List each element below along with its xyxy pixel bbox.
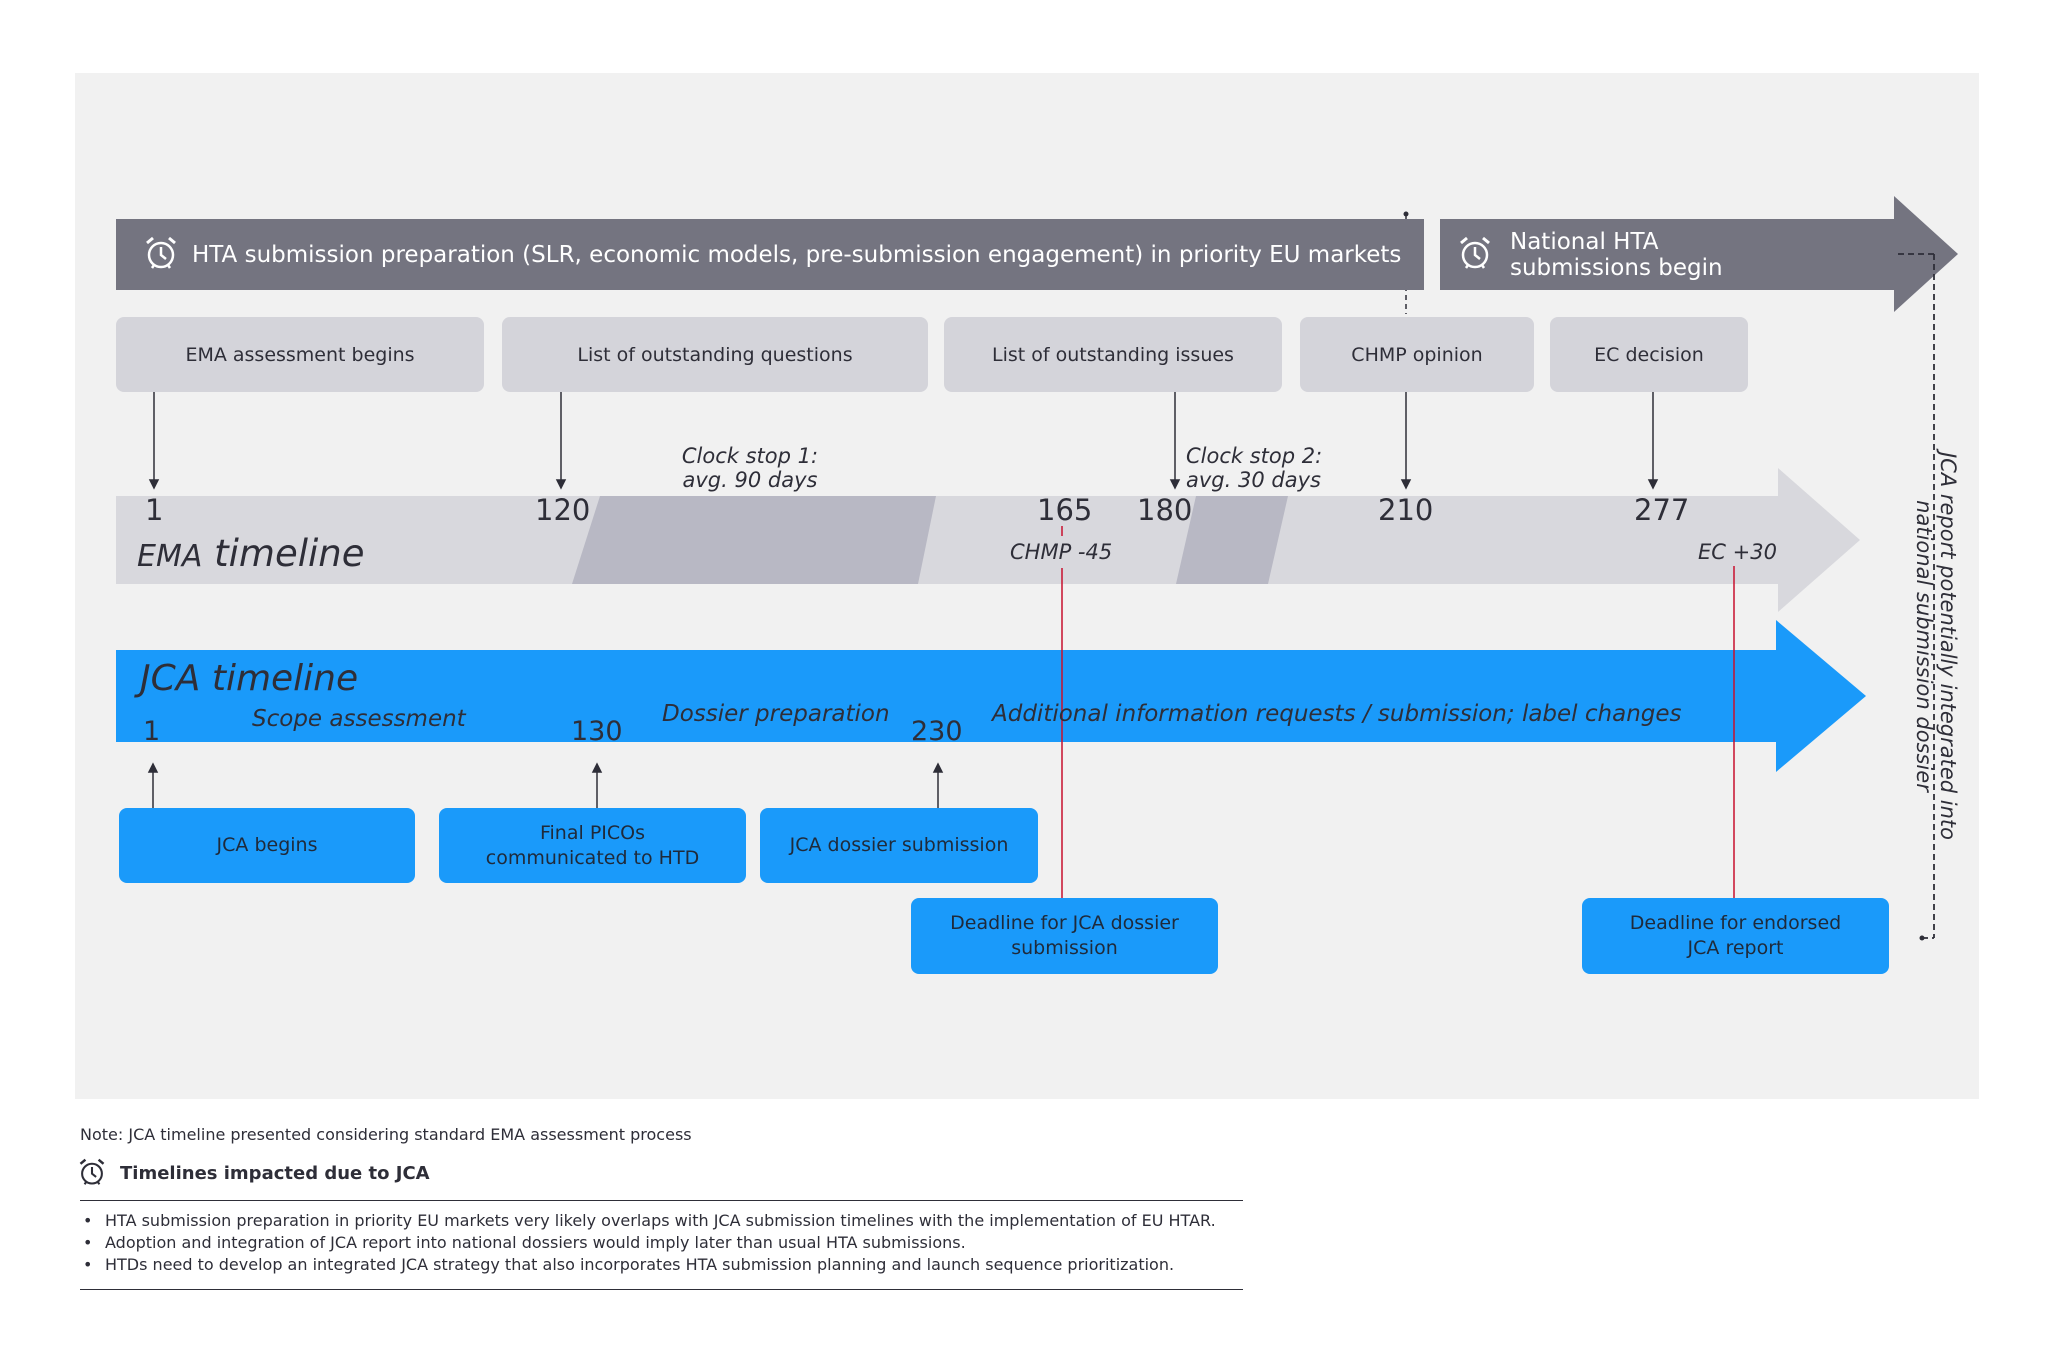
ema-timeline-title-part1: EMA bbox=[137, 539, 203, 574]
ema-milestone-assessment-begins: EMA assessment begins bbox=[116, 317, 484, 392]
deadline-endorsed-report: Deadline for endorsed JCA report bbox=[1582, 898, 1889, 974]
alarm-clock-icon bbox=[144, 235, 178, 275]
deadline-jca-dossier: Deadline for JCA dossier submission bbox=[911, 898, 1218, 974]
jca-phase-scope: Scope assessment bbox=[252, 706, 466, 732]
alarm-clock-icon bbox=[78, 1157, 106, 1191]
jca-phase-dossier: Dossier preparation bbox=[662, 701, 890, 727]
connector-dossier-head bbox=[932, 762, 944, 773]
clock-stop-2-line2: avg. 30 days bbox=[1186, 468, 1321, 492]
clock-stop-1-line1: Clock stop 1: bbox=[681, 444, 819, 468]
connector-loq-head bbox=[555, 479, 567, 490]
jca-day-130: 130 bbox=[571, 716, 623, 747]
ema-day-1: 1 bbox=[145, 493, 164, 527]
ema-timeline-arrow-body bbox=[116, 496, 1780, 584]
integration-dot bbox=[1919, 935, 1925, 941]
jca-phase-additional: Additional information requests / submis… bbox=[992, 701, 1682, 727]
clock-stop-1-line2: avg. 90 days bbox=[682, 468, 818, 492]
connector-jca-begins-head bbox=[147, 762, 159, 773]
national-bar-arrowhead bbox=[1894, 196, 1958, 312]
footer-bullet: HTDs need to develop an integrated JCA s… bbox=[80, 1254, 1250, 1276]
clock-stop-1-label: Clock stop 1: avg. 90 days bbox=[640, 444, 860, 492]
hta-preparation-bar: HTA submission preparation (SLR, economi… bbox=[116, 219, 1424, 290]
clock-stop-1-band bbox=[572, 496, 936, 584]
ema-day-120: 120 bbox=[535, 493, 591, 527]
jca-integration-note: JCA report potentially integrated into n… bbox=[1900, 356, 1960, 936]
ema-milestone-outstanding-issues: List of outstanding issues bbox=[944, 317, 1282, 392]
jca-milestone-dossier-submission: JCA dossier submission bbox=[760, 808, 1038, 883]
jca-milestone-begins: JCA begins bbox=[119, 808, 415, 883]
hta-end-dot bbox=[1403, 211, 1409, 217]
jca-milestone-final-picos: Final PICOs communicated to HTD bbox=[439, 808, 746, 883]
ec-plus-30-label: EC +30 bbox=[1698, 540, 1777, 564]
ema-day-277: 277 bbox=[1634, 493, 1690, 527]
ema-day-180: 180 bbox=[1137, 493, 1193, 527]
national-hta-bar: National HTA submissions begin bbox=[1440, 219, 1896, 290]
clock-stop-2-line1: Clock stop 2: bbox=[1186, 444, 1323, 468]
ema-milestone-outstanding-questions: List of outstanding questions bbox=[502, 317, 928, 392]
jca-timeline-arrowhead bbox=[1776, 620, 1866, 772]
footer-bullet-list: HTA submission preparation in priority E… bbox=[80, 1210, 1250, 1276]
legend-divider-bottom bbox=[80, 1289, 1243, 1290]
jca-timeline-arrow-body bbox=[116, 650, 1780, 742]
jca-day-1: 1 bbox=[143, 716, 161, 747]
connector-loi-head bbox=[1169, 479, 1181, 490]
ema-timeline-title-part2: timeline bbox=[214, 532, 365, 575]
ema-day-165: 165 bbox=[1037, 493, 1093, 527]
ema-milestone-ec-decision: EC decision bbox=[1550, 317, 1748, 392]
jca-timeline-title: JCA timeline bbox=[140, 658, 359, 699]
national-hta-label: National HTA submissions begin bbox=[1510, 228, 1723, 281]
connector-ec-head bbox=[1647, 479, 1659, 490]
connector-chmp-head bbox=[1400, 479, 1412, 490]
ema-day-210: 210 bbox=[1378, 493, 1434, 527]
connector-picos-head bbox=[591, 762, 603, 773]
jca-integration-note-line1: JCA report potentially integrated into bbox=[1936, 451, 1960, 841]
clock-stop-2-label: Clock stop 2: avg. 30 days bbox=[1186, 444, 1326, 492]
legend-divider-top bbox=[80, 1200, 1243, 1201]
chmp-minus-45-label: CHMP -45 bbox=[1010, 540, 1113, 564]
clock-stop-2-band bbox=[1176, 496, 1288, 584]
footer-bullet: Adoption and integration of JCA report i… bbox=[80, 1232, 1250, 1254]
hta-preparation-label: HTA submission preparation (SLR, economi… bbox=[192, 241, 1402, 268]
jca-day-230: 230 bbox=[911, 716, 963, 747]
legend-label: Timelines impacted due to JCA bbox=[120, 1163, 430, 1184]
ema-milestone-chmp-opinion: CHMP opinion bbox=[1300, 317, 1534, 392]
ema-timeline-arrowhead bbox=[1778, 468, 1860, 612]
ema-timeline-title: EMA timeline bbox=[137, 532, 365, 575]
alarm-clock-icon bbox=[1458, 235, 1492, 275]
jca-integration-note-line2: national submission dossier bbox=[1912, 500, 1936, 792]
connector-ema-begins-head bbox=[148, 479, 160, 490]
footer-note: Note: JCA timeline presented considering… bbox=[80, 1125, 692, 1144]
footer-bullet: HTA submission preparation in priority E… bbox=[80, 1210, 1250, 1232]
